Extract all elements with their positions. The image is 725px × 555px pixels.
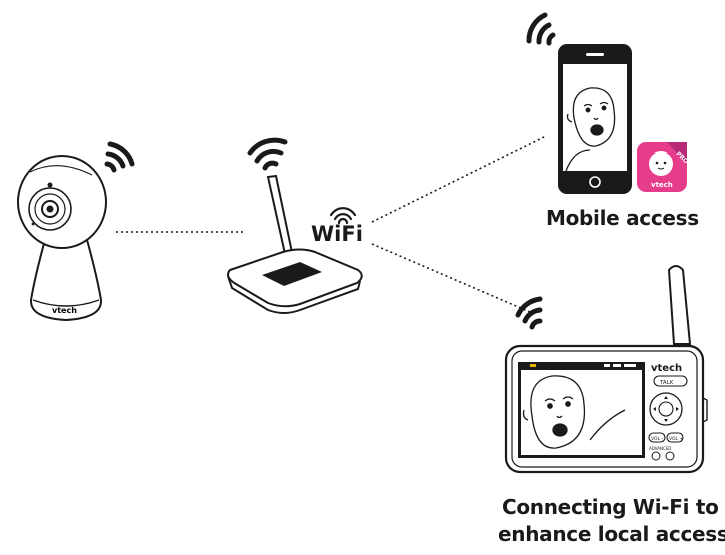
wifi-router bbox=[227, 174, 363, 314]
app-icon-brand: vtech bbox=[651, 181, 673, 189]
camera-brand-logo: vtech bbox=[52, 306, 77, 315]
router-monitor-link bbox=[371, 243, 531, 313]
volume-up-label: VOL + bbox=[669, 436, 683, 442]
router-phone-link bbox=[371, 135, 547, 223]
power-button[interactable] bbox=[651, 451, 661, 461]
volume-up-button[interactable] bbox=[666, 432, 684, 443]
camera-wifi-signal-icon bbox=[104, 141, 135, 173]
router-wifi-signal-icon bbox=[247, 137, 288, 171]
baby-camera: vtech bbox=[17, 155, 107, 322]
local-access-caption-line1: Connecting Wi-Fi to bbox=[501, 495, 719, 519]
vtech-app-icon: PRO vtech bbox=[637, 142, 690, 192]
volume-down-button[interactable] bbox=[648, 432, 666, 443]
baby-face-image bbox=[565, 87, 616, 172]
zoom-button[interactable] bbox=[665, 451, 675, 461]
monitor-wifi-signal-icon bbox=[515, 296, 543, 330]
talk-button-label: TALK bbox=[659, 380, 674, 386]
parent-monitor: vtech TALK VOL - VOL + ADVANCED bbox=[504, 265, 708, 474]
local-access-caption-line2: enhance local access bbox=[498, 522, 725, 546]
wifi-label: WiFi bbox=[311, 207, 363, 246]
wifi-label-icon bbox=[329, 207, 357, 225]
mobile-access-caption: Mobile access bbox=[546, 206, 699, 230]
local-access-caption: Connecting Wi-Fi to enhance local access bbox=[492, 494, 725, 548]
wifi-label-text: WiFi bbox=[311, 222, 363, 246]
smartphone bbox=[558, 44, 632, 194]
volume-down-label: VOL - bbox=[651, 436, 663, 442]
advanced-label: ADVANCED bbox=[649, 446, 671, 451]
phone-wifi-signal-icon bbox=[526, 12, 556, 46]
monitor-brand-logo: vtech bbox=[651, 363, 682, 374]
ok-button[interactable] bbox=[658, 401, 674, 417]
talk-button[interactable] bbox=[653, 375, 688, 387]
monitor-baby-face-image bbox=[522, 375, 626, 449]
